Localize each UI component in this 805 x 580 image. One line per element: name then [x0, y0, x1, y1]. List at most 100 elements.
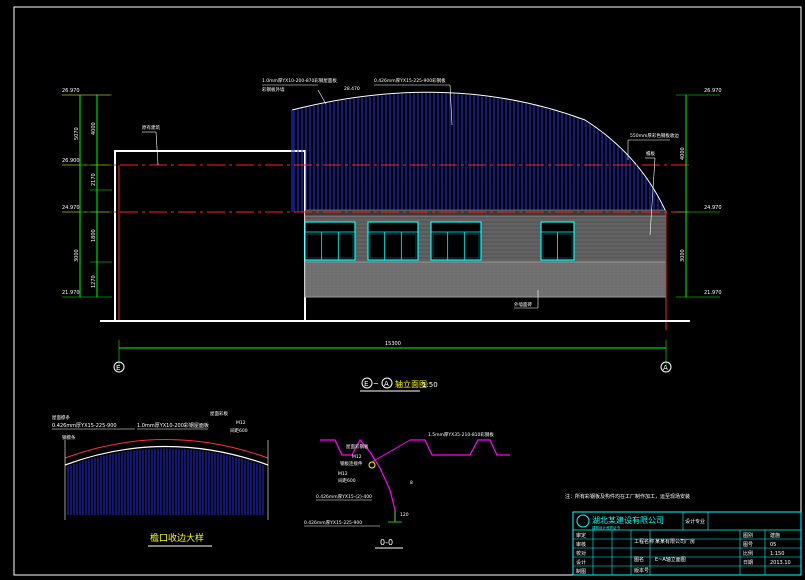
elev-left-4: 21.970: [62, 290, 80, 296]
drawing-frame: [13, 6, 802, 576]
dim-left-inner-2: 2170: [91, 173, 97, 186]
section-label-d: 钢板连接件: [340, 460, 363, 467]
dim-left-inner-1: 4000: [91, 122, 97, 135]
detail-left-label-e: 钢檩条: [62, 434, 76, 441]
window-frame: [304, 221, 356, 261]
eave-band: [304, 209, 667, 217]
company-name: 湖北某建设有限公司: [592, 515, 664, 525]
elev-right-1: 26.970: [704, 88, 722, 94]
right-dimension-chain: [676, 94, 720, 298]
right-value-2: 05: [770, 542, 776, 548]
axis-label-right: A: [663, 364, 668, 372]
right-value-4: 2013.10: [770, 560, 791, 566]
title-bubble-1-label: E: [364, 380, 368, 388]
section-label-a: 1.5mm厚YX35-210-810彩钢板: [428, 431, 494, 438]
window-glass: [432, 233, 480, 259]
project-name: 某某有限公司厂房: [655, 538, 695, 545]
project-label: 工程名称: [634, 538, 654, 545]
window-glass: [306, 233, 354, 259]
dim-right-1: 4000: [680, 147, 686, 160]
section-label-f: 间距600: [338, 477, 356, 484]
total-dim-text: 15300: [385, 341, 401, 347]
detail-left-label-b: 1.0mm厚YX10-200彩钢屋面板: [137, 422, 209, 429]
existing-building-outline: [114, 150, 306, 322]
row-label-4: 设计: [576, 559, 586, 566]
main-elevation: 26.970 26.900 24.970 21.970 5070 3000 40…: [62, 77, 722, 392]
section-label-j: 8: [410, 480, 413, 486]
right-label-1: 图别: [743, 532, 753, 539]
axis-label-left: E: [116, 364, 120, 372]
right-value-1: 建施: [770, 532, 780, 539]
section-detail: 1.5mm厚YX35-210-810彩钢板 屋面彩钢板 M12 钢板连接件 M1…: [304, 431, 510, 549]
right-label-2: 图号: [743, 542, 753, 548]
dim-left-inner-3: 1800: [91, 229, 97, 242]
window-frame: [430, 221, 482, 261]
design-label: 设计专业: [685, 518, 705, 525]
title-block: 湖北某建设有限公司 建筑设计资质证书 设计专业 审定 审核 校对 设计 制图 工…: [572, 511, 802, 576]
dim-right-2: 3000: [680, 249, 686, 262]
note-existing-building: 原有建筑: [142, 124, 160, 131]
window-glass: [369, 233, 417, 259]
elev-left-1: 26.970: [62, 88, 80, 94]
elevation-title: 轴立面图: [395, 379, 427, 389]
section-label-c: M12: [352, 454, 362, 460]
dim-left-inner-4: 1270: [91, 275, 97, 288]
note-roof-3: 彩钢板外墙: [262, 86, 285, 93]
general-note: 注：所有彩钢板及构件均在工厂制作加工，运至现场安装: [565, 493, 690, 500]
detail-left-label-f: M12: [236, 420, 246, 426]
roof-panels: [293, 93, 663, 212]
section-label-h: 0.426mm厚YX15-(2)-400: [316, 494, 372, 500]
dim-left-outer-1: 5070: [74, 127, 80, 140]
note-wall: 外墙面砖: [514, 301, 532, 308]
row-label-2: 审核: [576, 541, 586, 548]
drawing-name: E~A轴立面图: [655, 556, 686, 563]
title-bubble-2-label: A: [384, 380, 389, 388]
drawing-label: 图名: [634, 556, 644, 563]
elev-left-2: 26.900: [62, 158, 80, 164]
note-right-2: 檐板: [646, 150, 655, 157]
detail-left-label-d: 屋面彩板: [210, 410, 228, 417]
note-rise: 28.470: [344, 86, 360, 92]
row-label-5: 制图: [576, 568, 586, 575]
detail-left-title: 檐口收边大样: [150, 532, 204, 544]
elev-right-3: 21.970: [704, 290, 722, 296]
elev-left-3: 24.970: [62, 205, 80, 211]
axis-bubble-left: [113, 361, 125, 373]
right-value-3: 1:150: [770, 551, 784, 557]
note-right-1: 550mm厚彩色钢板收边: [630, 132, 679, 139]
brick-hatch: [305, 215, 666, 261]
section-label-i: 120: [400, 512, 409, 518]
left-dimension-chain: [62, 94, 112, 298]
title-bubble-2: [381, 377, 393, 389]
elevation-scale: 1:50: [422, 381, 438, 389]
company-logo: [576, 514, 590, 528]
detail-left-label-g: 间距600: [230, 427, 248, 434]
dim-left-outer-2: 3000: [74, 249, 80, 262]
company-sub: 建筑设计资质证书: [592, 525, 620, 530]
row-label-3: 校对: [576, 550, 586, 557]
right-label-3: 比例: [743, 550, 753, 557]
section-label-b: 屋面彩钢板: [346, 443, 369, 450]
base-hatch: [305, 264, 666, 296]
note-roof-1: 1.0mm厚YX10-200-870彩钢屋面板: [262, 77, 337, 84]
section-title: 0-0: [380, 538, 393, 547]
window-glass: [542, 233, 573, 259]
detail-left-label-a: 0.426mm厚YX15-225-900: [52, 423, 117, 429]
section-label-e: M12: [338, 471, 348, 477]
title-tilde: ~: [373, 380, 379, 388]
window-frame: [367, 221, 419, 261]
section-label-g: 0.426mm厚YX15-225-900: [304, 520, 362, 526]
title-bubble-1: [361, 377, 373, 389]
version-label: 版本号: [634, 567, 649, 574]
wall-base: [304, 261, 667, 298]
right-label-4: 日期: [743, 560, 753, 566]
roof-arch: [291, 91, 667, 213]
eave-detail: 屋面檩条 0.426mm厚YX15-225-900 1.0mm厚YX10-200…: [52, 410, 269, 547]
windows: [304, 221, 575, 261]
row-label-1: 审定: [576, 532, 586, 539]
note-roof-2: 0.426mm厚YX15-225-900彩钢板: [374, 77, 446, 84]
elev-right-2: 24.970: [704, 205, 722, 211]
detail-left-label-c: 屋面檩条: [52, 414, 70, 421]
axis-bubble-right: [660, 361, 672, 373]
